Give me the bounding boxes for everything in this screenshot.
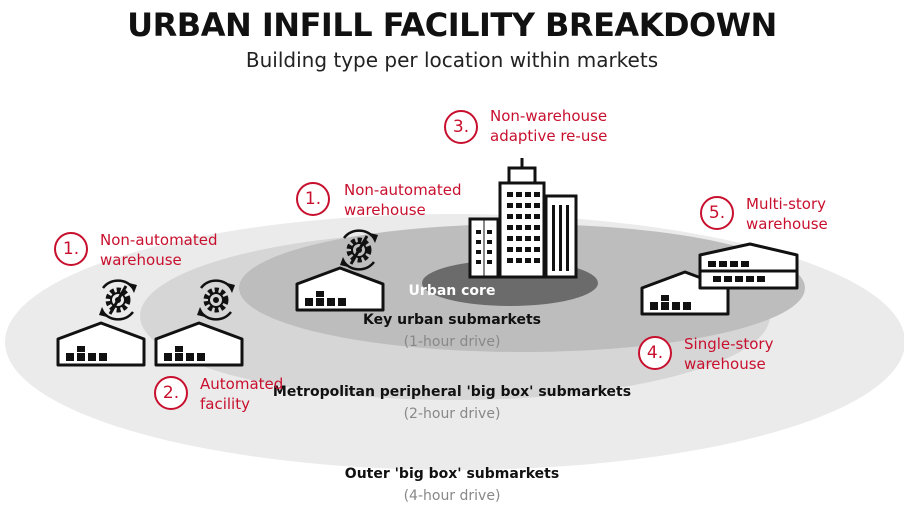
non-automated-gear-icon [99, 281, 137, 320]
outer-zone-drive-time: (4-hour drive) [403, 488, 501, 504]
office-towers-icon [468, 158, 578, 279]
metro-zone-drive-time: (2-hour drive) [403, 406, 501, 422]
page-title: URBAN INFILL FACILITY BREAKDOWN [127, 6, 777, 44]
key-zone-drive-time: (1-hour drive) [403, 334, 501, 350]
callout-number: 5. [700, 196, 734, 230]
key-zone-label: Key urban submarkets [363, 312, 541, 328]
metro-zone-label: Metropolitan peripheral 'big box' submar… [272, 384, 632, 400]
page-subtitle: Building type per location within market… [245, 48, 659, 72]
urban-core-label: Urban core [408, 283, 496, 299]
callout-number: 3. [444, 110, 478, 144]
callout-number: 1. [296, 182, 330, 216]
multi-story-warehouse-icon [698, 242, 799, 290]
callout-number: 4. [638, 336, 672, 370]
outer-zone-label: Outer 'big box' submarkets [344, 466, 560, 482]
callout-number: 2. [154, 376, 188, 410]
callout-number: 1. [54, 232, 88, 266]
non-automated-gear-icon [340, 231, 378, 270]
